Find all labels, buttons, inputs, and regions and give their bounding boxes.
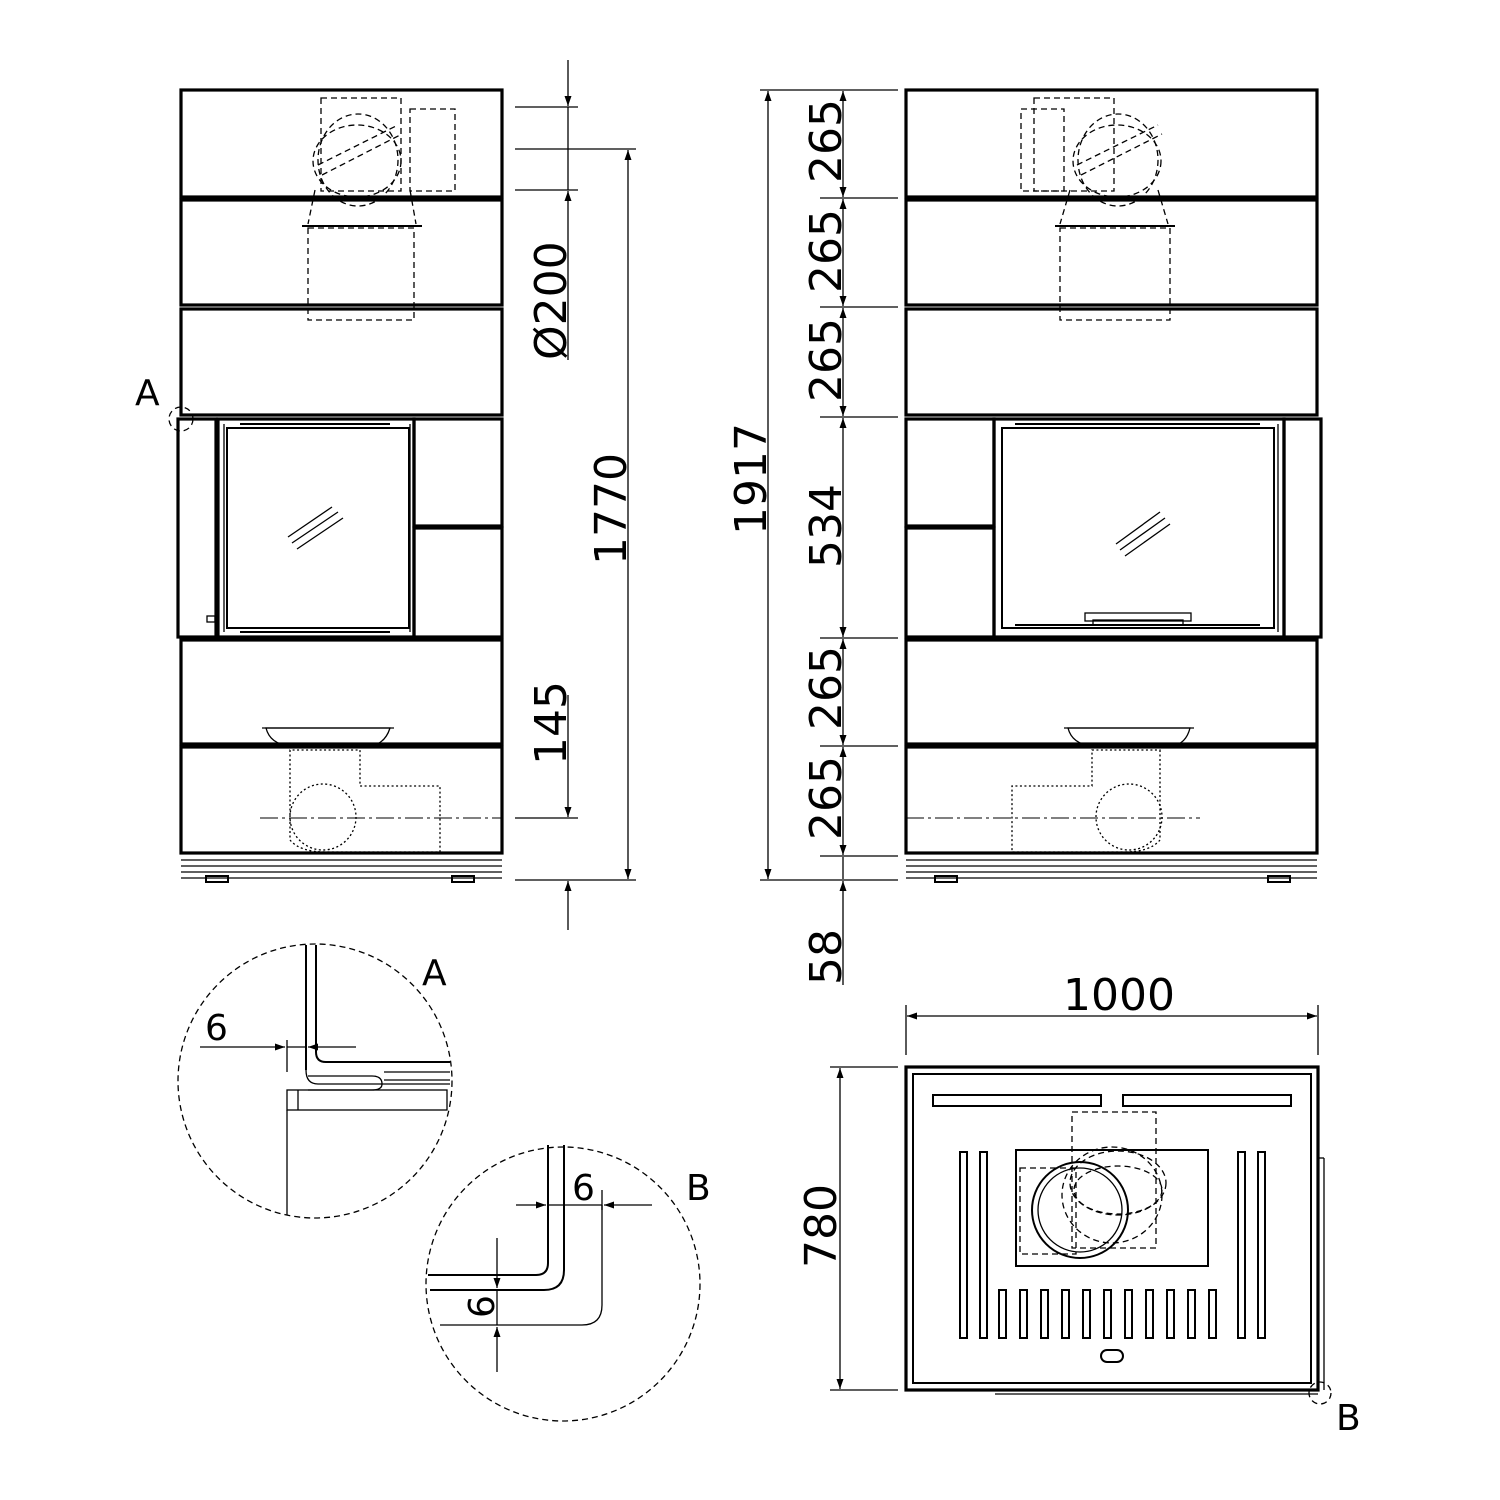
segment-1-label: 265	[801, 99, 852, 183]
bottom-outlet-label: 145	[526, 681, 577, 765]
detail-a-gap-label: 6	[205, 1008, 228, 1049]
total-height-label: 1917	[726, 423, 777, 535]
segment-3-label: 265	[801, 318, 852, 402]
side-view	[904, 88, 1323, 883]
base-label: 58	[801, 929, 852, 985]
top-view-width-label: 1000	[1063, 970, 1175, 1021]
segment-2-label: 265	[801, 209, 852, 293]
detail-b-gap-horizontal-label: 6	[572, 1168, 595, 1209]
firebox-label: 534	[801, 484, 852, 568]
detail-b-label: B	[686, 1168, 711, 1209]
detail-a: 6 A	[177, 943, 453, 1219]
detail-marker-a: A	[135, 373, 160, 414]
flue-diameter-label: Ø200	[526, 241, 577, 360]
detail-marker-b: B	[1336, 1398, 1361, 1439]
side-view-dimensions: 1917 265 265 265 534 265 265 58	[726, 89, 898, 985]
top-view: 1000 780	[796, 970, 1361, 1439]
front-view: A	[135, 88, 504, 883]
top-view-depth-label: 780	[796, 1184, 847, 1268]
segment-5-label: 265	[801, 756, 852, 840]
front-view-dimensions: Ø200 1770 145	[515, 60, 637, 930]
segment-4-label: 265	[801, 646, 852, 730]
flue-height-label: 1770	[586, 453, 637, 565]
detail-b-gap-vertical-label: 6	[462, 1295, 503, 1318]
detail-a-label: A	[422, 953, 447, 994]
detail-b: 6 6 B	[425, 1145, 711, 1422]
